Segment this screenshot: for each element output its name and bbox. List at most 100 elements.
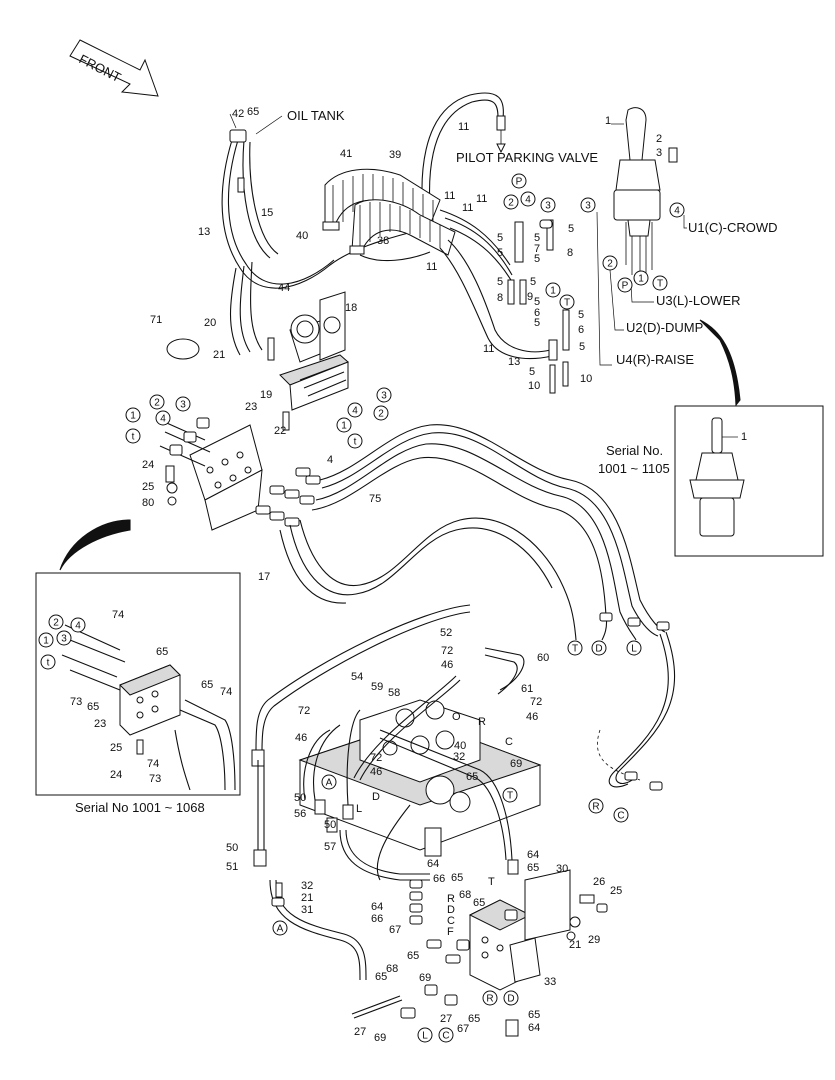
part-number: 65 <box>473 897 485 909</box>
part-number: 69 <box>374 1032 386 1044</box>
bottom-fittings <box>271 859 608 1037</box>
part-number: 11 <box>444 190 455 202</box>
part-number: 66 <box>433 873 445 885</box>
part-number: 42 <box>232 108 244 120</box>
part-number: L <box>356 803 362 815</box>
part-number: 61 <box>521 683 533 695</box>
callout-label: U3(L)-LOWER <box>656 293 741 308</box>
part-number: 41 <box>340 148 352 160</box>
port-marker: T <box>652 275 668 291</box>
part-number: 2 <box>656 133 662 145</box>
part-number: 18 <box>345 302 357 314</box>
part-number: 19 <box>260 389 272 401</box>
port-marker: T <box>567 640 583 656</box>
right-fittings <box>255 467 321 527</box>
port-marker: 4 <box>347 402 363 418</box>
part-number: C <box>505 736 513 748</box>
part-number: O <box>452 711 461 723</box>
port-letter: 2 <box>154 398 160 409</box>
part-number: 5 <box>534 296 540 308</box>
port-marker: R <box>482 990 498 1006</box>
part-number: 73 <box>70 696 82 708</box>
part-number: 68 <box>386 963 398 975</box>
port-circle <box>520 191 536 207</box>
part-number: 17 <box>258 571 270 583</box>
part-number: 72 <box>370 752 382 764</box>
port-marker: 4 <box>155 410 171 426</box>
port-marker: t <box>40 654 56 670</box>
port-marker: 4 <box>520 191 536 207</box>
port-marker: 2 <box>503 194 519 210</box>
main-control-valve <box>298 699 542 857</box>
port-circle <box>376 387 392 403</box>
part-number: 6 <box>534 307 540 319</box>
joystick <box>613 107 678 280</box>
port-marker: t <box>347 433 363 449</box>
part-number: 21 <box>301 892 313 904</box>
port-marker: 3 <box>540 197 556 213</box>
port-letter: P <box>622 281 629 292</box>
part-number: 74 <box>220 686 232 698</box>
part-number: 65 <box>375 971 387 983</box>
port-circle <box>502 787 518 803</box>
port-circle <box>347 433 363 449</box>
part-number: 20 <box>204 317 216 329</box>
port-marker: A <box>321 774 337 790</box>
callout-label: Serial No 1001 ~ 1068 <box>75 800 205 815</box>
port-circle <box>272 920 288 936</box>
part-number: 25 <box>142 481 154 493</box>
part-number: 65 <box>466 771 478 783</box>
part-number: D <box>372 791 380 803</box>
port-marker: 1 <box>545 282 561 298</box>
port-letter: D <box>595 644 602 655</box>
port-marker: t <box>125 428 141 444</box>
part-number: 15 <box>261 207 273 219</box>
part-number: R <box>447 893 455 905</box>
part-number: 65 <box>451 872 463 884</box>
port-circle <box>626 640 642 656</box>
part-number: 59 <box>371 681 383 693</box>
callout-label: 1001 ~ 1105 <box>598 461 670 476</box>
part-number: 73 <box>149 773 161 785</box>
port-circle <box>617 277 633 293</box>
port-circle <box>559 294 575 310</box>
part-number: 69 <box>510 758 522 770</box>
port-circle <box>545 282 561 298</box>
port-circle <box>438 1027 454 1043</box>
port-letter: A <box>326 778 333 789</box>
part-number: 32 <box>453 751 465 763</box>
part-number: 25 <box>610 885 622 897</box>
part-number: 75 <box>369 493 381 505</box>
long-hose-bundle <box>279 424 675 791</box>
callout-label: Serial No. <box>606 443 663 458</box>
port-circle <box>503 990 519 1006</box>
part-number: 27 <box>440 1013 452 1025</box>
part-number: 13 <box>508 356 520 368</box>
port-circle <box>588 798 604 814</box>
part-number: 72 <box>298 705 310 717</box>
port-letter: L <box>631 644 637 655</box>
port-letter: A <box>277 924 284 935</box>
part-number: 23 <box>245 401 257 413</box>
port-marker: 3 <box>376 387 392 403</box>
part-number: 22 <box>274 425 286 437</box>
port-letter: 2 <box>607 259 613 270</box>
part-number: 44 <box>278 282 290 294</box>
port-marker: A <box>272 920 288 936</box>
pilot-manifold-upper <box>166 291 349 431</box>
port-letter: 4 <box>75 621 81 632</box>
part-number: 67 <box>457 1023 469 1035</box>
port-circle <box>613 807 629 823</box>
part-number: C <box>447 915 455 927</box>
port-letter: t <box>354 437 357 448</box>
part-number: 6 <box>578 324 584 336</box>
port-circle <box>417 1027 433 1043</box>
port-letter: 2 <box>378 409 384 420</box>
callout-label: U2(D)-DUMP <box>626 320 703 335</box>
port-circle <box>567 640 583 656</box>
part-number: 5 <box>534 232 540 244</box>
port-letter: 2 <box>508 198 514 209</box>
part-number: 56 <box>294 808 306 820</box>
callout-label: U1(C)-CROWD <box>688 220 778 235</box>
port-letter: D <box>507 994 514 1005</box>
